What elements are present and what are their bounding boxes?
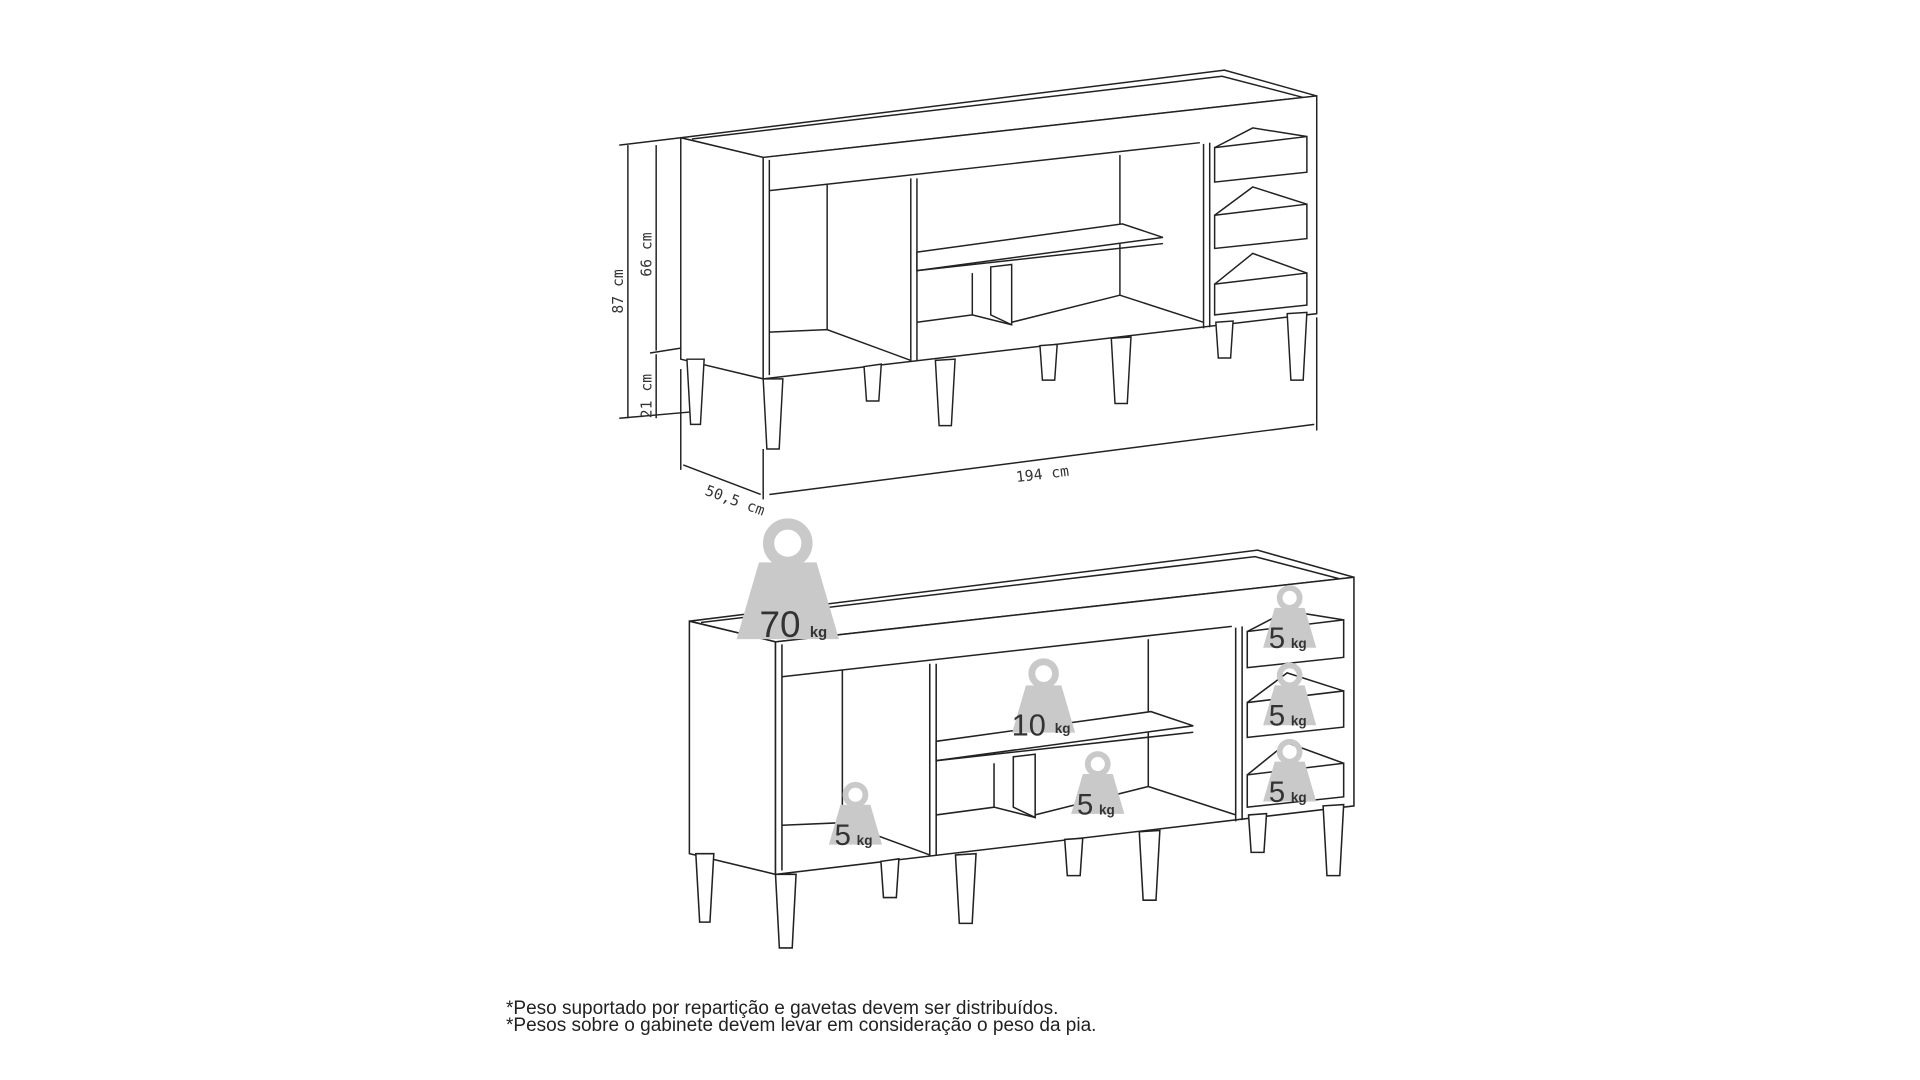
- body-height-label: 66 cm: [638, 232, 655, 277]
- weight-drawer-2-value: 5: [1269, 700, 1285, 733]
- footnotes: *Peso suportado por repartição e gavetas…: [506, 998, 1097, 1036]
- weight-top-unit: kg: [810, 625, 827, 641]
- weight-middle-value: 5: [1077, 788, 1093, 821]
- depth-label: 50,5 cm: [703, 482, 767, 519]
- leg-height-label: 21 cm: [638, 374, 655, 419]
- dimension-lines: [619, 137, 1318, 500]
- weight-drawer-3-unit: kg: [1291, 790, 1307, 805]
- weight-middle-unit: kg: [1099, 802, 1115, 817]
- footnote: *Peso suportado por repartição e gavetas…: [506, 998, 1059, 1019]
- weight-drawer-1-unit: kg: [1291, 636, 1307, 651]
- weight-left-unit: kg: [857, 833, 873, 848]
- weight-drawer-3-value: 5: [1269, 776, 1285, 809]
- cabinet-dimension-view: 87 cm 66 cm 21 cm 194 cm 50,5 cm: [610, 69, 1318, 520]
- weight-drawer-2-unit: kg: [1291, 714, 1307, 729]
- weight-shelf-unit: kg: [1055, 721, 1071, 736]
- weight-drawer-1-value: 5: [1269, 622, 1285, 655]
- weight-left-value: 5: [835, 819, 851, 852]
- weight-shelf-value: 10: [1012, 708, 1046, 743]
- footnote: *Pesos sobre o gabinete devem levar em c…: [506, 1015, 1097, 1036]
- weight-top-value: 70: [759, 604, 800, 645]
- total-height-label: 87 cm: [610, 269, 627, 314]
- cabinet-weight-view: 70 kg 10 kg 5 kg 5 kg 5 kg 5 kg 5 kg: [688, 524, 1355, 949]
- width-label: 194 cm: [1015, 463, 1070, 486]
